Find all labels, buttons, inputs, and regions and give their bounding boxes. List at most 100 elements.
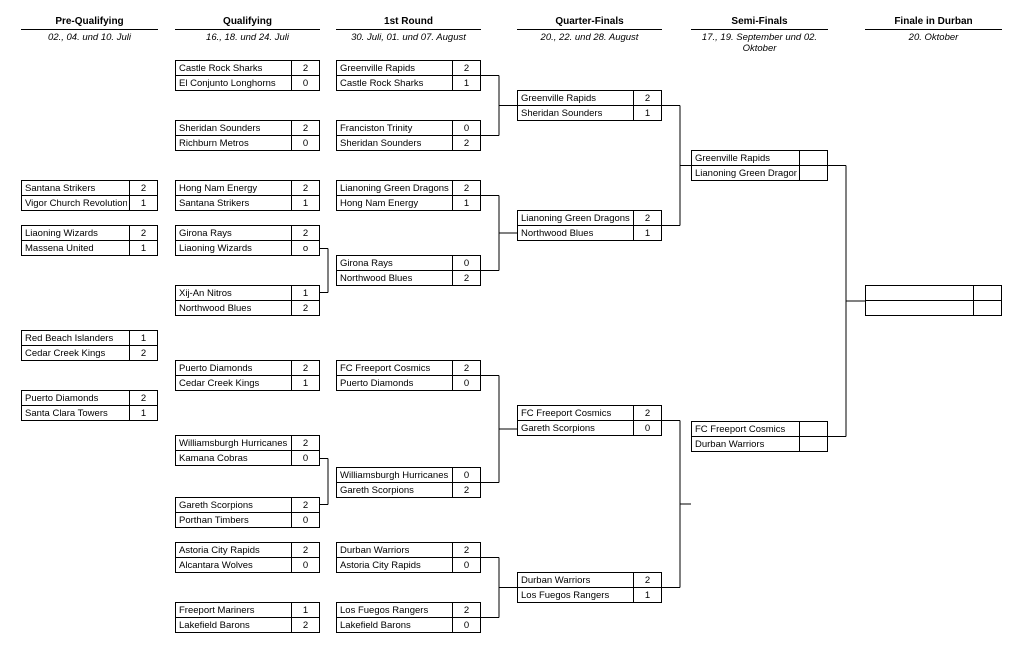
team-name: Northwood Blues [521, 228, 594, 239]
team-score: 2 [452, 271, 480, 286]
team-name: Los Fuegos Rangers [340, 605, 429, 616]
team-score: 1 [452, 76, 480, 91]
team-name: Porthan Timbers [179, 515, 249, 526]
team-score: 2 [291, 61, 319, 76]
match-divider [518, 105, 661, 106]
team-name: Northwood Blues [179, 303, 252, 314]
team-score: 1 [452, 196, 480, 211]
team-name: Puerto Diamonds [340, 378, 414, 389]
team-name: Vigor Church Revolution [25, 198, 127, 209]
team-score: 1 [633, 106, 661, 121]
team-score: 2 [452, 483, 480, 498]
team-name: Durban Warriors [521, 575, 591, 586]
team-score: 0 [452, 558, 480, 573]
match-divider [337, 135, 480, 136]
team-score: o [291, 241, 319, 256]
round-title-4: Semi-Finals [731, 16, 788, 27]
round-dates-4: 17., 19. September und 02. Oktober [701, 32, 818, 54]
team-score: 0 [291, 451, 319, 466]
match-divider [176, 135, 319, 136]
team-name: FC Freeport Cosmics [521, 408, 612, 419]
team-name: FC Freeport Cosmics [340, 363, 431, 374]
team-score: 2 [129, 391, 157, 406]
team-row: Franciston Trinity 0 [337, 121, 480, 136]
team-name: Richburn Metros [179, 138, 249, 149]
team-score: 2 [129, 226, 157, 241]
team-name: Santa Clara Towers [25, 408, 108, 419]
team-score: 2 [129, 346, 157, 361]
team-name: El Conjunto Longhorns [179, 78, 276, 89]
team-score [799, 422, 827, 437]
team-name: Cedar Creek Kings [25, 348, 106, 359]
team-row: Porthan Timbers 0 [176, 513, 319, 528]
team-score: 2 [291, 436, 319, 451]
match-divider [337, 617, 480, 618]
team-name: Freeport Mariners [179, 605, 255, 616]
team-score: 2 [633, 91, 661, 106]
round-title-2: 1st Round [384, 16, 433, 27]
team-score [973, 286, 1001, 301]
team-name: Puerto Diamonds [25, 393, 99, 404]
round-title-rule [175, 29, 320, 30]
team-score: 0 [291, 513, 319, 528]
team-name: Hong Nam Energy [179, 183, 258, 194]
team-name: Santana Strikers [25, 183, 96, 194]
team-name: Massena United [25, 243, 94, 254]
team-name: Liaoning Wizards [179, 243, 252, 254]
team-name: Williamsburgh Hurricanes [340, 470, 449, 481]
team-name: Franciston Trinity [340, 123, 413, 134]
team-name: Sheridan Sounders [521, 108, 603, 119]
team-score: 1 [129, 241, 157, 256]
round-title-0: Pre-Qualifying [55, 16, 124, 27]
team-name: Sheridan Sounders [340, 138, 422, 149]
team-name: Girona Rays [179, 228, 232, 239]
team-score: 2 [452, 136, 480, 151]
team-name: Hong Nam Energy [340, 198, 419, 209]
team-row: Sheridan Sounders 2 [337, 136, 480, 151]
team-score: 1 [633, 226, 661, 241]
team-score [799, 437, 827, 452]
team-name: Castle Rock Sharks [340, 78, 424, 89]
team-row: Castle Rock Sharks 1 [337, 76, 480, 91]
team-score: 1 [291, 286, 319, 301]
team-score: 2 [129, 181, 157, 196]
team-score: 2 [452, 181, 480, 196]
match-divider [176, 512, 319, 513]
round-dates-2: 30. Juli, 01. und 07. August [351, 32, 466, 43]
team-name: Astoria City Rapids [179, 545, 260, 556]
team-name: Williamsburgh Hurricanes [179, 438, 288, 449]
team-score: 0 [452, 121, 480, 136]
team-score: 2 [291, 226, 319, 241]
team-row: Santana Strikers 2 [22, 181, 157, 196]
